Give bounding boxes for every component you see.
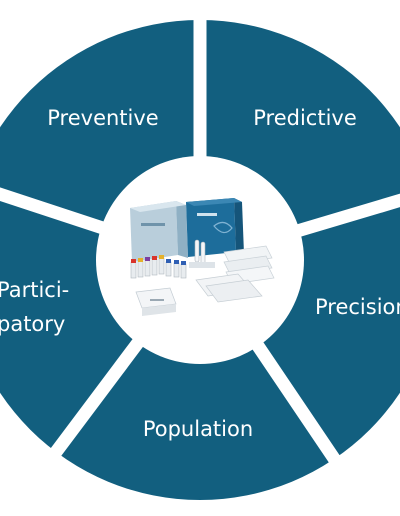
segment-label-population: Population <box>143 417 253 441</box>
kit-box-light <box>130 201 178 262</box>
kit-plates <box>195 273 263 303</box>
kit-vials <box>130 255 187 279</box>
kit-box-blue <box>186 198 236 257</box>
segment-label-predictive: Predictive <box>253 106 357 130</box>
hub-circle <box>96 156 304 364</box>
hub-product-image <box>130 198 275 316</box>
kit-reservoir <box>135 287 177 316</box>
segment-label-participatory-line1: Partici- <box>0 278 69 302</box>
segment-label-preventive: Preventive <box>47 106 158 130</box>
segment-label-participatory-line2: patory <box>0 312 65 336</box>
kit-ampoules <box>189 239 215 268</box>
segment-label-precision: Precision <box>315 295 400 319</box>
